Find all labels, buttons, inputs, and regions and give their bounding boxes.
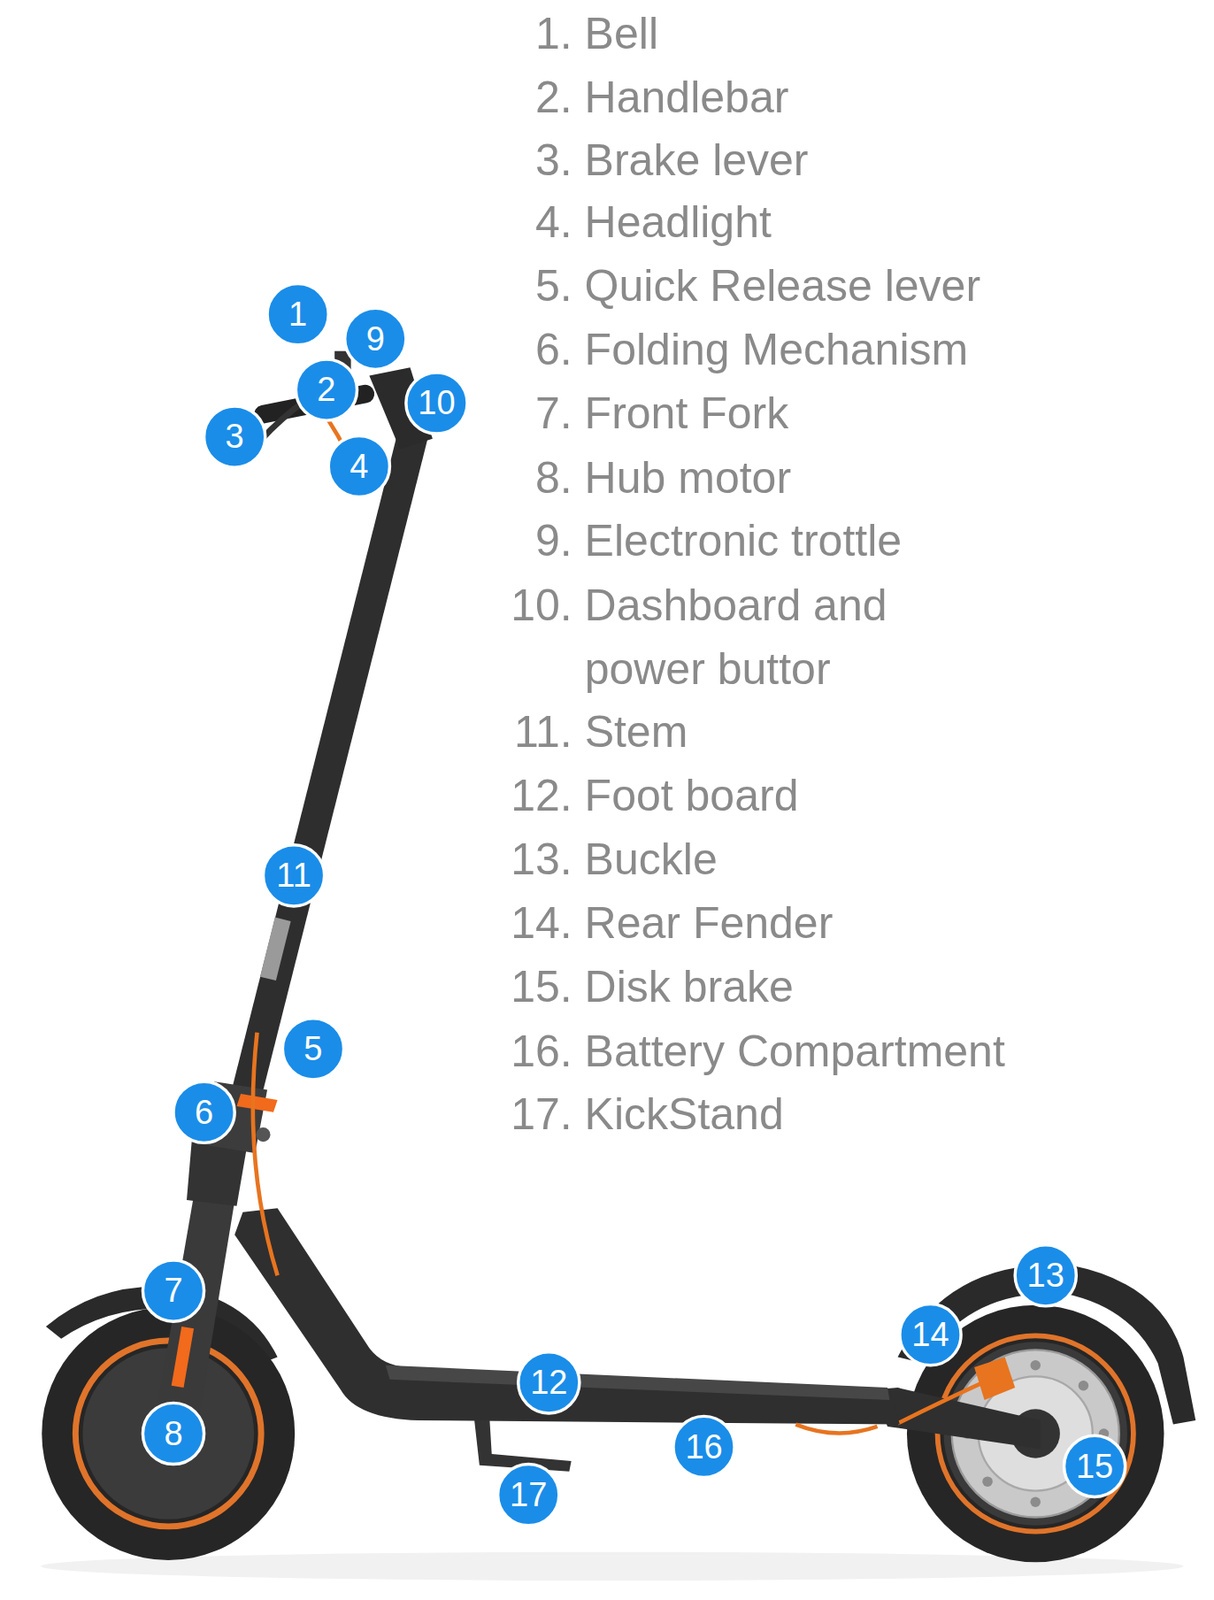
- deck-cable: [795, 1424, 877, 1434]
- fork-reflector: [171, 1326, 194, 1388]
- deck: [234, 1207, 900, 1424]
- part-name: 17. KickStand: [510, 1082, 784, 1146]
- callout-number: 7: [138, 1254, 209, 1326]
- callout-number: 9: [339, 303, 411, 375]
- callout-circles: [142, 284, 1125, 1526]
- callout-number: 15: [1059, 1430, 1130, 1502]
- part-name: 2. Handlebar: [535, 65, 789, 130]
- disc-hole: [1029, 1496, 1041, 1507]
- disc-hole: [1078, 1380, 1090, 1391]
- disc-hole: [1029, 1359, 1041, 1371]
- callout-number: 8: [138, 1398, 209, 1469]
- part-name: 10. Dashboard and power buttor: [510, 573, 965, 701]
- part-name: 6. Folding Mechanism: [535, 317, 969, 382]
- part-name: 12. Foot board: [510, 763, 799, 828]
- callout-number: 14: [894, 1298, 966, 1370]
- callout-number: 1: [262, 278, 334, 350]
- part-name: 4. Headlight: [535, 190, 772, 254]
- callout-number: 3: [199, 400, 270, 472]
- part-name: 9. Electronic trottle: [535, 508, 902, 573]
- callout-number: 12: [513, 1346, 584, 1418]
- disc-hole: [982, 1475, 993, 1487]
- part-name: 13. Buckle: [510, 827, 717, 892]
- stem-logo: [260, 917, 292, 982]
- callout-number: 11: [258, 839, 330, 911]
- callout-number: 6: [169, 1076, 240, 1148]
- deck-top: [385, 1365, 891, 1400]
- stem: [236, 433, 413, 1133]
- brake-caliper: [974, 1357, 1015, 1400]
- quick-release-lever: [236, 1093, 277, 1113]
- part-name: 3. Brake lever: [535, 128, 808, 193]
- part-name: 5. Quick Release lever: [535, 253, 981, 318]
- part-name: 7. Front Fork: [535, 381, 789, 446]
- stem-cable: [253, 1032, 278, 1276]
- part-name: 1. Bell: [535, 1, 659, 66]
- folding-pivot: [255, 1127, 270, 1142]
- callout-number: 2: [291, 353, 362, 425]
- part-name: 15. Disk brake: [510, 954, 794, 1019]
- part-name: 14. Rear Fender: [510, 891, 833, 955]
- callout-number: 16: [668, 1411, 740, 1483]
- callout-number: 5: [277, 1013, 349, 1084]
- callout-number: 4: [323, 430, 395, 502]
- brake-cable: [898, 1379, 991, 1424]
- steerer: [186, 1140, 247, 1207]
- part-name: 8. Hub motor: [535, 445, 792, 510]
- part-name: 11. Stem: [514, 699, 688, 764]
- part-name: 16. Battery Compartment: [510, 1019, 1006, 1084]
- callout-number: 10: [400, 367, 472, 438]
- callout-number: 17: [492, 1459, 564, 1530]
- callout-number: 13: [1010, 1239, 1082, 1311]
